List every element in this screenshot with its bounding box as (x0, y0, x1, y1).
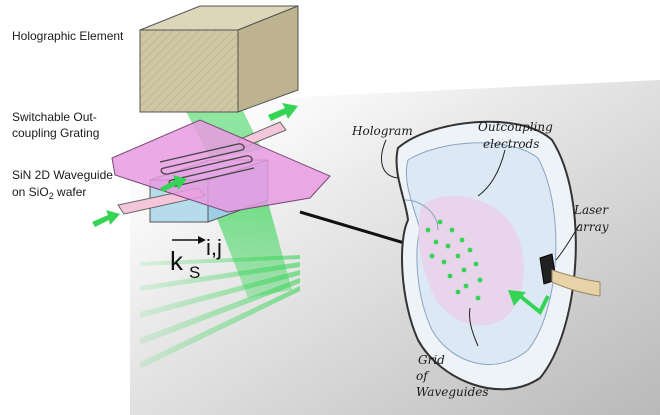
annotation-grid-line2: of (416, 369, 430, 383)
wavevector-subscript: S (189, 263, 200, 282)
annotation-grid-line3: Waveguides (416, 385, 489, 399)
label-waveguide-line1: SiN 2D Waveguide (12, 168, 113, 182)
annotation-grid-line1: Grid (418, 353, 445, 367)
wavevector-label: k S i,j (170, 235, 222, 282)
wavevector-indices: i,j (206, 235, 222, 260)
lens-element (395, 120, 601, 391)
laser-cable (551, 269, 601, 297)
holographic-element (139, 5, 299, 113)
annotation-laser-line2: array (576, 220, 609, 234)
wavevector-k: k (170, 246, 184, 276)
waveguide-arrow (518, 294, 550, 316)
label-grating-line1: Switchable Out- (12, 110, 97, 124)
annotation-outcoupling-line2: electrods (483, 137, 539, 151)
annotation-leaders (381, 139, 581, 347)
hologram-dots (425, 219, 483, 301)
electrode-fingers (159, 143, 255, 187)
annotation-outcoupling-line1: Outcoupling (478, 120, 553, 134)
label-grating-line2: coupling Grating (12, 126, 99, 140)
label-holographic-element: Holographic Element (12, 29, 124, 43)
annotation-laser-line1: Laser (573, 203, 609, 217)
light-arrows (92, 103, 298, 227)
annotation-hologram: Hologram (351, 124, 413, 138)
label-waveguide-line2: on SiO2 wafer (12, 185, 86, 201)
